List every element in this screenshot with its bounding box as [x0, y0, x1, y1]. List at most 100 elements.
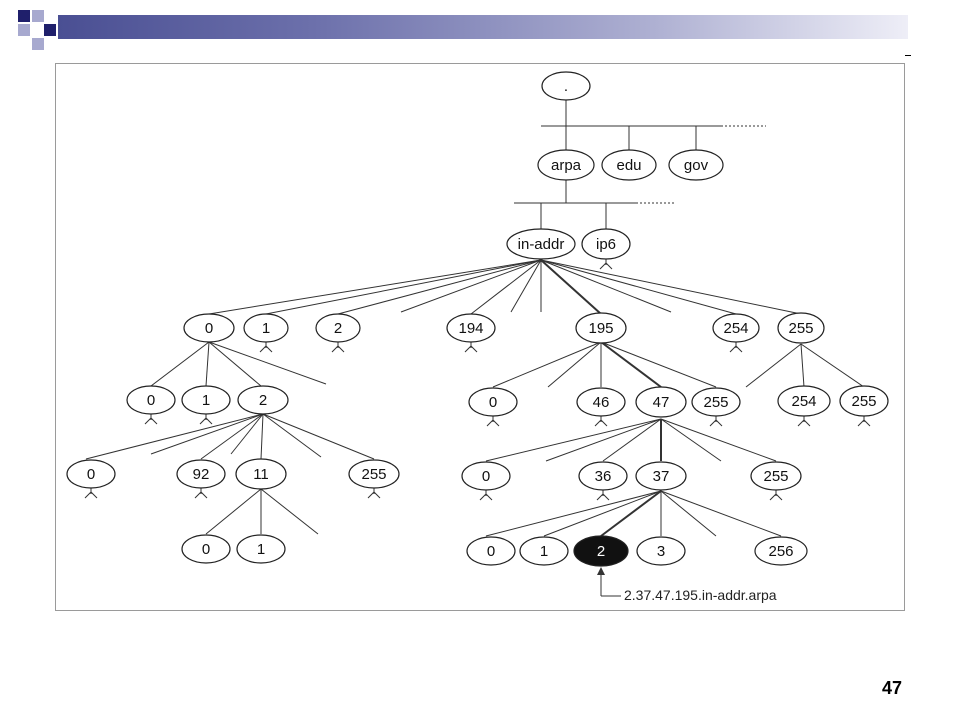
subtree-marker-icon — [199, 414, 213, 425]
node-ellipse — [176, 459, 226, 489]
tree-node-n255: 255 — [777, 312, 825, 344]
node-label: edu — [616, 157, 641, 174]
tree-node-n1: 1 — [243, 313, 289, 343]
node-ellipse — [573, 535, 629, 567]
node-label: 1 — [202, 392, 210, 409]
node-label: . — [564, 78, 568, 95]
tree-node-gov: gov — [668, 149, 724, 181]
subtree-marker-icon — [194, 488, 208, 499]
node-ellipse — [181, 385, 231, 415]
node-label: 47 — [653, 394, 670, 411]
node-ellipse — [126, 385, 176, 415]
tree-node-n37_3: 3 — [636, 536, 686, 566]
tree-node-n255_254: 254 — [777, 385, 831, 417]
diagram-frame: . arpa edu gov in-addr ip6 0 1 2 194 195 254 255 0 1 2 0… — [55, 63, 905, 611]
node-ellipse — [181, 534, 231, 564]
node-ellipse — [461, 461, 511, 491]
node-label: 194 — [458, 320, 483, 337]
tree-node-n11_1: 1 — [236, 534, 286, 564]
tree-node-root: . — [541, 71, 591, 101]
node-ellipse — [541, 71, 591, 101]
node-ellipse — [754, 536, 808, 566]
tree-node-n2_11: 11 — [235, 458, 287, 490]
node-ellipse — [183, 313, 235, 343]
node-label: 0 — [482, 468, 490, 485]
tree-node-n37_256: 256 — [754, 536, 808, 566]
node-ellipse — [315, 313, 361, 343]
node-label: 195 — [588, 320, 613, 337]
node-label: ip6 — [596, 236, 616, 253]
node-label: gov — [684, 157, 709, 174]
header-square-light-3 — [32, 38, 44, 50]
node-label: 0 — [205, 320, 213, 337]
node-ellipse — [537, 149, 595, 181]
node-label: 0 — [489, 394, 497, 411]
tree-node-n0_2: 2 — [237, 385, 289, 415]
dash-mark — [905, 55, 911, 56]
node-ellipse — [636, 536, 686, 566]
node-ellipse — [712, 313, 760, 343]
node-ellipse — [348, 459, 400, 489]
node-label: 2 — [597, 543, 605, 560]
tree-node-n2: 2 — [315, 313, 361, 343]
tree-node-ip6: ip6 — [581, 228, 631, 260]
node-ellipse — [506, 228, 576, 260]
node-ellipse — [777, 312, 825, 344]
node-label: 46 — [593, 394, 610, 411]
subtree-marker-icon — [797, 416, 811, 427]
address-annotation: 2.37.47.195.in-addr.arpa — [624, 587, 777, 603]
node-label: 1 — [540, 543, 548, 560]
subtree-marker-icon — [479, 490, 493, 501]
subtree-marker-icon — [144, 414, 158, 425]
node-label: 254 — [791, 393, 816, 410]
tree-node-arpa: arpa — [537, 149, 595, 181]
node-ellipse — [839, 385, 889, 417]
pointer-arrowhead — [597, 567, 605, 575]
header-square-dark-1 — [18, 10, 30, 22]
subtree-marker-icon — [599, 259, 613, 270]
node-label: 2 — [334, 320, 342, 337]
tree-node-n37_0: 0 — [466, 536, 516, 566]
node-label: 36 — [595, 468, 612, 485]
node-ellipse — [691, 387, 741, 417]
subtree-marker-icon — [709, 416, 723, 427]
node-ellipse — [581, 228, 631, 260]
subtree-marker-icon — [464, 342, 478, 353]
node-label: 2 — [259, 392, 267, 409]
tree-node-n0_1: 1 — [181, 385, 231, 415]
subtree-marker-icon — [596, 490, 610, 501]
node-ellipse — [468, 387, 518, 417]
node-label: arpa — [551, 157, 582, 174]
subtree-marker-icon — [729, 342, 743, 353]
tree-node-n0_0: 0 — [126, 385, 176, 415]
node-ellipse — [668, 149, 724, 181]
node-label: 254 — [723, 320, 748, 337]
node-label: 0 — [487, 543, 495, 560]
tree-node-n47_37: 37 — [635, 461, 687, 491]
subtree-marker-icon — [594, 416, 608, 427]
node-label: 256 — [768, 543, 793, 560]
tree-node-n47_255: 255 — [750, 461, 802, 491]
dns-tree-diagram: . arpa edu gov in-addr ip6 0 1 2 194 195 254 255 0 1 2 0… — [66, 71, 889, 603]
node-label: in-addr — [518, 236, 565, 253]
header-square-light-1 — [32, 10, 44, 22]
node-ellipse — [66, 459, 116, 489]
node-label: 11 — [253, 466, 269, 483]
tree-node-n194: 194 — [446, 313, 496, 343]
node-label: 255 — [361, 466, 386, 483]
tree-node-n0: 0 — [183, 313, 235, 343]
tree-node-n195_0: 0 — [468, 387, 518, 417]
node-ellipse — [635, 386, 687, 418]
node-label: 3 — [657, 543, 665, 560]
node-label: 0 — [202, 541, 210, 558]
node-ellipse — [237, 385, 289, 415]
tree-node-n195: 195 — [575, 312, 627, 344]
node-ellipse — [519, 536, 569, 566]
node-label: 255 — [703, 394, 728, 411]
node-label: 1 — [262, 320, 270, 337]
node-ellipse — [750, 461, 802, 491]
node-label: 92 — [193, 466, 210, 483]
tree-node-n255_255: 255 — [839, 385, 889, 417]
subtree-marker-icon — [84, 488, 98, 499]
node-label: 0 — [147, 392, 155, 409]
